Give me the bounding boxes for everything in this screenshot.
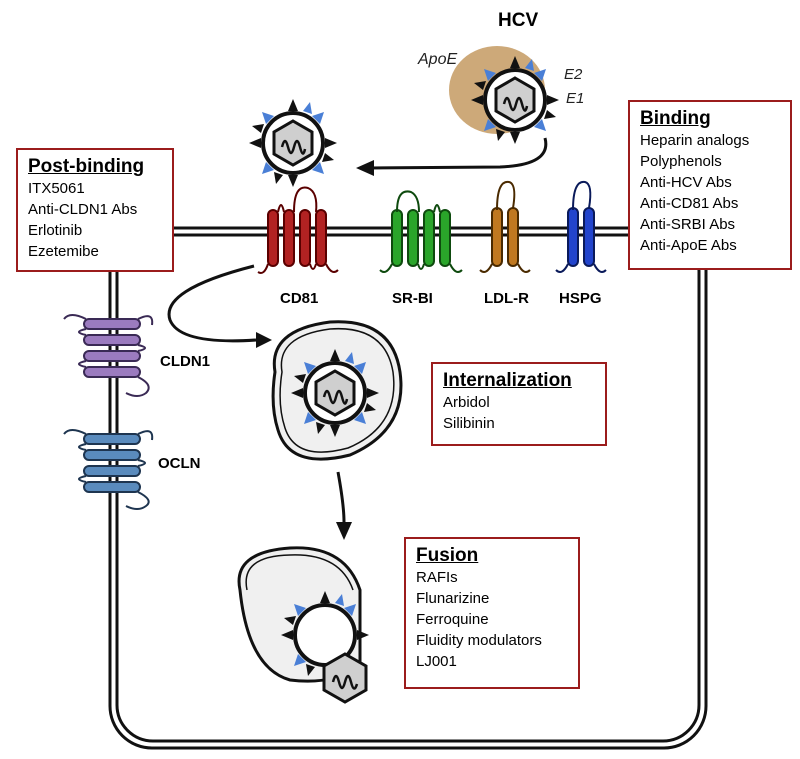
- ocln-label: OCLN: [158, 455, 201, 472]
- binding-arrow: [369, 137, 548, 170]
- srbi-label: SR-BI: [392, 290, 433, 307]
- apoe-label: ApoE: [417, 51, 457, 68]
- hspg-label: HSPG: [559, 290, 602, 307]
- fusion-title: Fusion: [416, 545, 479, 566]
- binding-item: Anti-HCV Abs: [640, 174, 732, 191]
- internalization-panel: Internalization Arbidol Silibinin: [431, 362, 607, 446]
- ocln-receptor: [63, 429, 154, 510]
- binding-item: Anti-CD81 Abs: [640, 195, 739, 212]
- fusion-item: LJ001: [416, 653, 457, 670]
- binding-panel: Binding Heparin analogs Polyphenols Anti…: [628, 100, 792, 270]
- hcv-virion: [449, 46, 559, 144]
- cd81-receptor: [257, 186, 339, 274]
- fusion-arrowhead: [336, 522, 352, 540]
- fusion-item: RAFIs: [416, 569, 458, 586]
- e2-label: E2: [564, 66, 583, 83]
- released-capsid: [322, 652, 368, 704]
- binding-item: Heparin analogs: [640, 132, 750, 149]
- srbi-receptor: [379, 190, 463, 273]
- virion-spikes: [471, 56, 559, 144]
- bound-virion: [249, 99, 337, 187]
- fusion-item: Ferroquine: [416, 611, 489, 628]
- post-binding-title: Post-binding: [28, 156, 145, 177]
- post-binding-item: Erlotinib: [28, 222, 83, 239]
- ldlr-receptor: [479, 180, 531, 273]
- post-binding-item: ITX5061: [28, 180, 85, 197]
- post-binding-panel: Post-binding ITX5061 Anti-CLDN1 Abs Erlo…: [16, 148, 174, 272]
- fusion-item: Fluidity modulators: [416, 632, 542, 649]
- internalization-arrowhead: [256, 332, 272, 348]
- fusion-arrow: [336, 471, 346, 523]
- internalization-item: Arbidol: [443, 394, 490, 411]
- hspg-receptor: [555, 180, 607, 273]
- cldn1-label: CLDN1: [160, 353, 210, 370]
- e1-label: E1: [566, 90, 584, 107]
- post-binding-item: Anti-CLDN1 Abs: [28, 201, 138, 218]
- cldn1-receptor: [63, 314, 154, 397]
- post-binding-item: Ezetemibe: [28, 243, 99, 260]
- fusion-panel: Fusion RAFIs Flunarizine Ferroquine Flui…: [404, 537, 580, 689]
- internalization-arrow: [167, 264, 257, 343]
- binding-arrowhead: [356, 160, 374, 176]
- internalization-item: Silibinin: [443, 415, 495, 432]
- binding-item: Anti-SRBI Abs: [640, 216, 736, 233]
- binding-item: Anti-ApoE Abs: [640, 237, 737, 254]
- ldlr-label: LDL-R: [484, 290, 529, 307]
- internalized-virion: [291, 349, 379, 437]
- binding-item: Polyphenols: [640, 153, 722, 170]
- bound-virion-spikes: [249, 99, 337, 187]
- internalization-title: Internalization: [443, 370, 572, 391]
- binding-title: Binding: [640, 108, 711, 129]
- fusion-item: Flunarizine: [416, 590, 490, 607]
- hcv-label: HCV: [498, 10, 538, 31]
- cd81-label: CD81: [280, 290, 318, 307]
